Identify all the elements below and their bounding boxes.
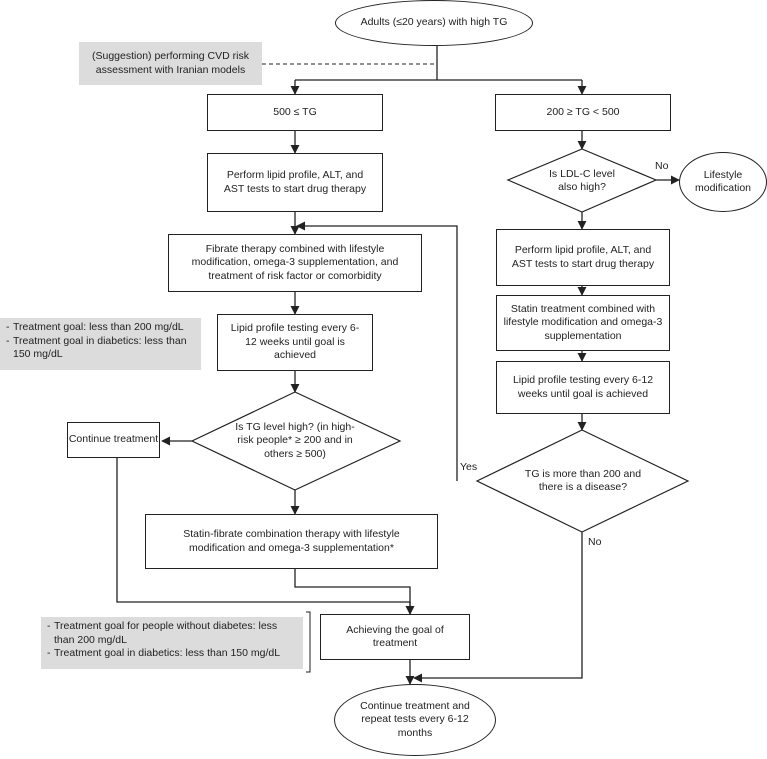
ldl-decision-shape [506,148,658,213]
right-tests-box: Perform lipid profile, ALT, and AST test… [496,229,670,286]
edge-disease-no-end [413,532,583,683]
bottom-goals-note: Treatment goal for people without diabet… [41,617,303,669]
statin-fibrate-box: Statin-fibrate combination therapy with … [145,514,438,569]
left-profile-box: Lipid profile testing every 6-12 weeks u… [217,314,373,371]
disease-decision-text: TG is more than 200 and there is a disea… [524,467,642,494]
left-goal-2: Treatment goal in diabetics: less than 1… [6,335,195,362]
edge-yes-loop [296,221,458,481]
bracket [306,611,311,673]
lifestyle-node: Lifestyle modification [679,152,767,212]
fibrate-box: Fibrate therapy combined with lifestyle … [168,234,422,292]
yes-label: Yes [460,461,478,473]
goal-box: Achieving the goal of treatment [320,614,470,660]
edge-statinfibrate-goal [294,569,415,615]
bottom-goal-2: Treatment goal in diabetics: less than 1… [47,647,297,661]
disease-no-label: No [588,536,602,548]
ldl-decision-text: Is LDL-C level also high? [549,167,615,194]
tg-level-decision-shape [190,391,402,491]
tg-200-500-box: 200 ≥ TG < 500 [495,94,671,131]
continue-treatment-box: Continue treatment [67,422,160,458]
tg-500-box: 500 ≤ TG [207,94,383,131]
left-goal-1: Treatment goal: less than 200 mg/dL [6,321,195,335]
statin-box: Statin treatment combined with lifestyle… [496,295,670,351]
suggestion-note: (Suggestion) performing CVD risk assessm… [79,42,262,85]
left-goals-note: Treatment goal: less than 200 mg/dL Trea… [0,318,201,370]
tg-level-decision-text: Is TG level high? (in high-risk people* … [235,420,355,460]
disease-decision-shape [475,429,690,533]
ldl-no-label: No [655,160,669,172]
right-profile-box: Lipid profile testing every 6-12 weeks u… [496,361,670,414]
bottom-goal-1: Treatment goal for people without diabet… [47,620,297,647]
start-node: Adults (≤20 years) with high TG [335,0,533,46]
left-tests-box: Perform lipid profile, ALT, and AST test… [207,153,383,212]
end-node: Continue treatment and repeat tests ever… [334,684,496,756]
